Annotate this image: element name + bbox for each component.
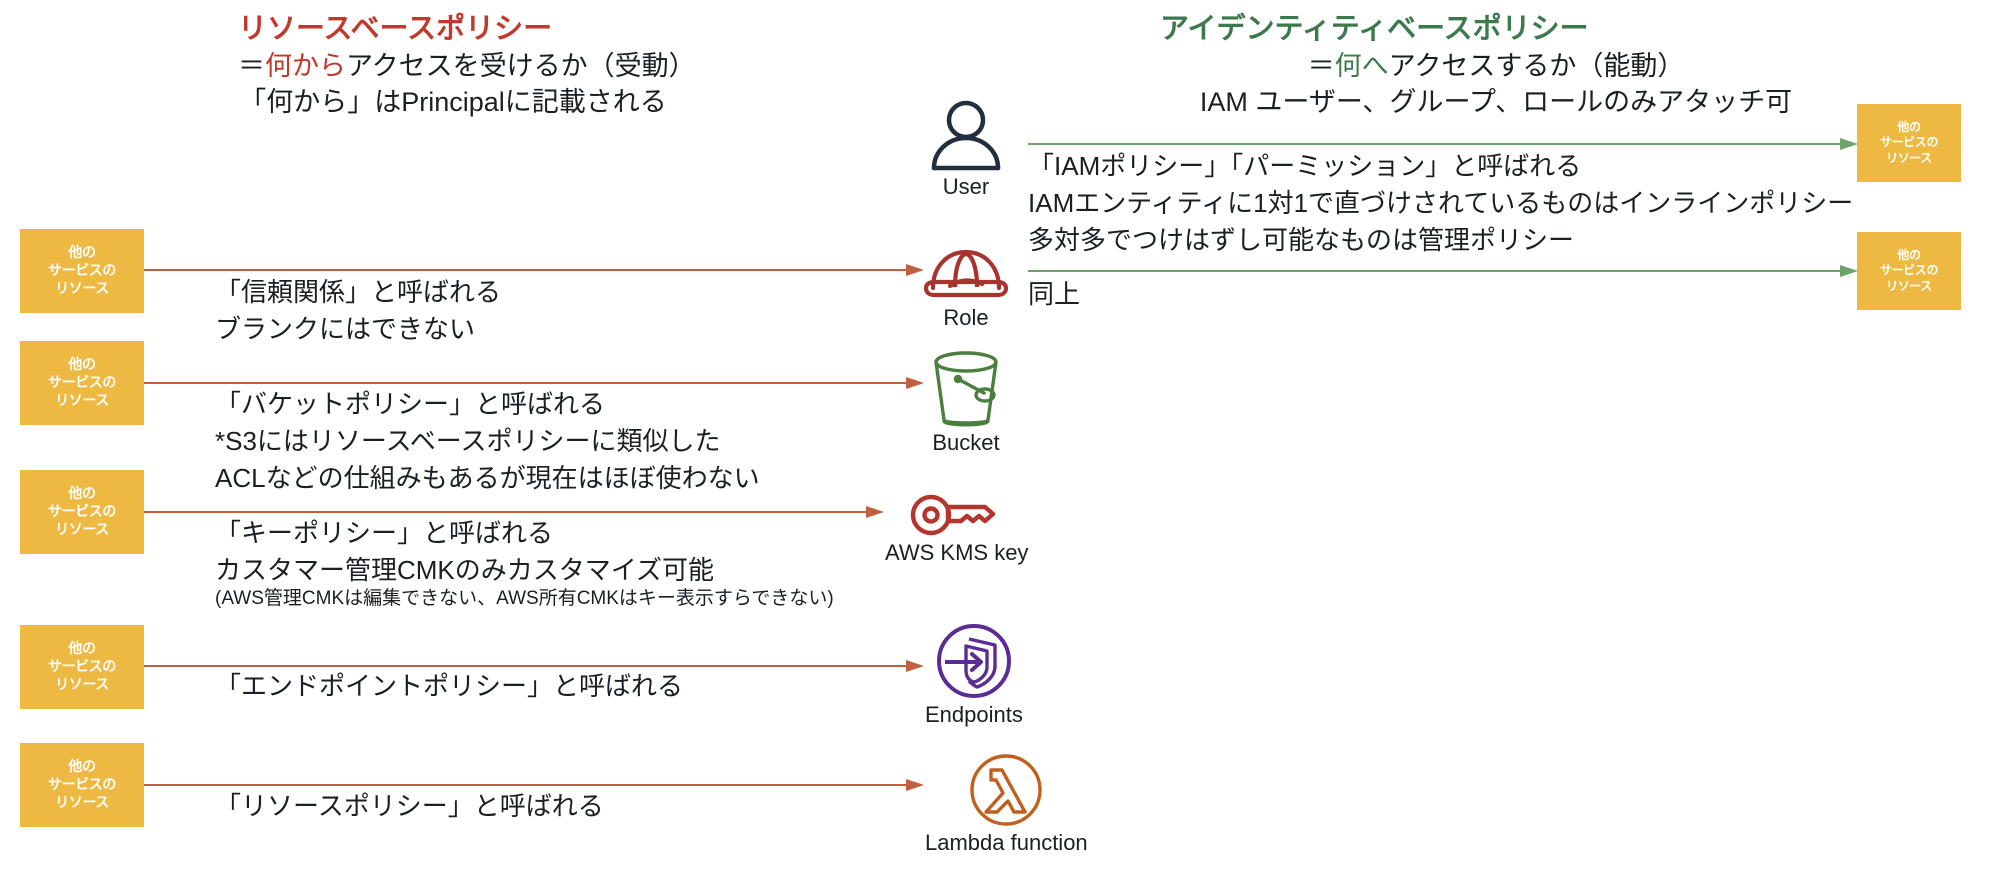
label-role-policy-line1: 「信頼関係」と呼ばれる xyxy=(215,277,502,307)
label-endpoint-policy: 「エンドポイントポリシー」と呼ばれる xyxy=(215,668,683,705)
label-identity-policy-role: 同上 xyxy=(1028,276,1080,313)
icon-group-kms: AWS KMS key xyxy=(885,492,1028,566)
resource-box-line1: 他の xyxy=(1897,247,1921,262)
arrow-to-kms xyxy=(144,506,884,518)
arrow-from-user xyxy=(1028,138,1858,150)
label-key-policy: 「キーポリシー」と呼ばれる カスタマー管理CMKのみカスタマイズ可能 xyxy=(215,515,714,589)
right-heading-line2-prefix: ＝ xyxy=(1307,51,1335,81)
arrow-from-role xyxy=(1028,265,1858,277)
resource-box-line1: 他の xyxy=(68,356,96,373)
label-key-policy-line2: カスタマー管理CMKのみカスタマイズ可能 xyxy=(215,555,714,585)
right-heading-block: アイデンティティベースポリシー ＝何へアクセスするか（能動） IAM ユーザー、… xyxy=(1160,10,1832,120)
resource-box-line2: サービスの xyxy=(1879,263,1938,278)
label-bucket-policy: 「バケットポリシー」と呼ばれる *S3にはリソースベースポリシーに類似した AC… xyxy=(215,386,760,497)
arrow-to-bucket xyxy=(144,377,924,389)
icon-caption-role: Role xyxy=(943,305,989,330)
label-bucket-policy-line3: ACLなどの仕組みもあるが現在はほぼ使わない xyxy=(215,463,760,493)
left-heading-line2-rest: アクセスを受けるか（受動） xyxy=(346,51,696,81)
right-heading-line3: IAM ユーザー、グループ、ロールのみアタッチ可 xyxy=(1199,87,1793,117)
resource-box-line3: リソース xyxy=(55,391,109,408)
resource-box-line2: サービスの xyxy=(1879,135,1938,150)
icon-caption-user: User xyxy=(942,174,990,199)
resource-box-line1: 他の xyxy=(1897,119,1921,134)
left-heading-line2-accent: 何から xyxy=(265,51,346,81)
resource-box-right-user: 他の サービスの リソース xyxy=(1857,104,1961,182)
label-identity-policy-line3: 多対多でつけはずし可能なものは管理ポリシー xyxy=(1028,225,1575,255)
right-heading-line2: ＝何へアクセスするか（能動） xyxy=(1160,48,1832,84)
label-resource-policy-line1: 「リソースポリシー」と呼ばれる xyxy=(215,791,604,821)
resource-box-kms: 他の サービスの リソース xyxy=(20,470,144,554)
left-heading-line3: 「何から」はPrincipalに記載される xyxy=(239,87,667,117)
resource-box-line1: 他の xyxy=(68,244,96,261)
right-heading-line2-rest: アクセスするか（能動） xyxy=(1388,51,1685,81)
icon-group-lambda: Lambda function xyxy=(925,752,1088,856)
icon-caption-kms: AWS KMS key xyxy=(885,540,1029,565)
right-heading-line2-accent: 何へ xyxy=(1334,51,1389,81)
resource-box-role: 他の サービスの リソース xyxy=(20,229,144,313)
resource-box-line2: サービスの xyxy=(48,503,116,520)
resource-box-lambda: 他の サービスの リソース xyxy=(20,743,144,827)
resource-box-line3: リソース xyxy=(55,520,109,537)
resource-box-line1: 他の xyxy=(68,758,96,775)
vpc-endpoints-icon xyxy=(936,624,1011,698)
label-identity-policy-line2: IAMエンティティに1対1で直づけされているものはインラインポリシー xyxy=(1028,188,1854,218)
resource-box-right-role: 他の サービスの リソース xyxy=(1857,232,1961,310)
label-role-policy-line2: ブランクにはできない xyxy=(215,314,476,344)
resource-box-bucket: 他の サービスの リソース xyxy=(20,341,144,425)
label-bucket-policy-line1: 「バケットポリシー」と呼ばれる xyxy=(215,389,606,419)
icon-caption-bucket: Bucket xyxy=(932,430,1000,455)
resource-box-line2: サービスの xyxy=(48,262,116,279)
icon-group-endpoints: Endpoints xyxy=(925,622,1023,728)
left-heading-block: リソースベースポリシー ＝何からアクセスを受けるか（受動） 「何から」はPrin… xyxy=(238,10,696,120)
resource-box-endpoints: 他の サービスの リソース xyxy=(20,625,144,709)
kms-key-icon xyxy=(910,494,995,536)
left-heading-line2: ＝何からアクセスを受けるか（受動） xyxy=(238,48,696,84)
label-key-policy-line1: 「キーポリシー」と呼ばれる xyxy=(215,518,554,548)
resource-box-line3: リソース xyxy=(55,675,109,692)
resource-box-line3: リソース xyxy=(55,793,109,810)
icon-caption-lambda: Lambda function xyxy=(925,830,1088,855)
label-identity-policy-role-line1: 同上 xyxy=(1028,279,1081,309)
role-hardhat-icon xyxy=(923,249,1009,298)
lambda-function-icon xyxy=(970,754,1043,826)
label-role-policy: 「信頼関係」と呼ばれる ブランクにはできない xyxy=(215,274,501,348)
arrow-to-lambda xyxy=(144,779,924,791)
icon-caption-endpoints: Endpoints xyxy=(925,702,1023,727)
resource-box-line1: 他の xyxy=(68,640,96,657)
label-resource-policy: 「リソースポリシー」と呼ばれる xyxy=(215,788,604,825)
left-heading-title: リソースベースポリシー xyxy=(238,13,553,45)
arrow-to-endpoints xyxy=(144,660,924,672)
resource-box-line3: リソース xyxy=(55,279,109,296)
resource-box-line2: サービスの xyxy=(48,374,116,391)
arrow-to-role xyxy=(144,264,924,276)
left-heading-line2-prefix: ＝ xyxy=(238,51,265,81)
label-key-policy-note: (AWS管理CMKは編集できない、AWS所有CMKはキー表示すらできない) xyxy=(215,588,834,609)
resource-box-line2: サービスの xyxy=(48,658,116,675)
user-icon xyxy=(931,100,1001,171)
label-identity-policy-line1: 「IAMポリシー」「パーミッション」と呼ばれる xyxy=(1028,151,1582,181)
label-endpoint-policy-line1: 「エンドポイントポリシー」と呼ばれる xyxy=(215,671,684,701)
label-identity-policy: 「IAMポリシー」「パーミッション」と呼ばれる IAMエンティティに1対1で直づ… xyxy=(1028,148,1853,259)
s3-bucket-icon xyxy=(934,351,998,427)
resource-box-line1: 他の xyxy=(68,485,96,502)
icon-group-user: User xyxy=(928,96,1004,200)
resource-box-line3: リソース xyxy=(1886,150,1932,165)
resource-box-line3: リソース xyxy=(1886,278,1932,293)
right-heading-title: アイデンティティベースポリシー xyxy=(1160,13,1589,45)
icon-group-role: Role xyxy=(920,243,1012,331)
resource-box-line2: サービスの xyxy=(48,776,116,793)
icon-group-bucket: Bucket xyxy=(925,348,1007,456)
label-bucket-policy-line2: *S3にはリソースベースポリシーに類似した xyxy=(215,426,721,456)
